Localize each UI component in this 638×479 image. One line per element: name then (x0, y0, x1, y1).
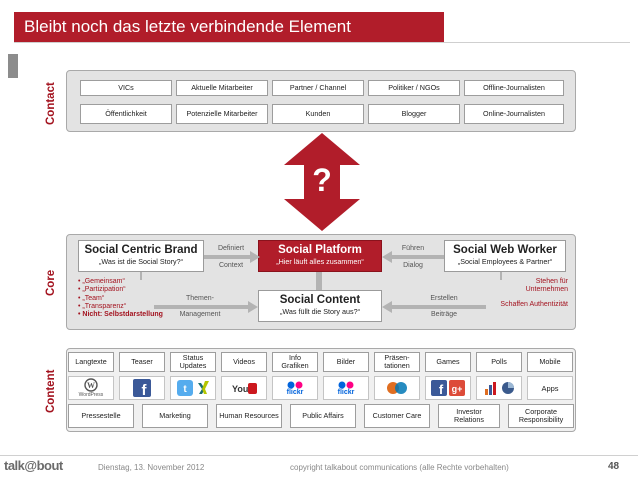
list-item: • „Transparenz“ (78, 302, 127, 310)
double-arrow-icon (284, 133, 360, 231)
content-cell: Pressestelle (68, 404, 134, 428)
facebook-icon: f (119, 376, 165, 400)
content-cell: Human Resources (216, 404, 282, 428)
youtube-icon: You (221, 376, 267, 400)
page-title: Bleibt noch das letzte verbindende Eleme… (14, 12, 444, 42)
worker-list: Stehen für Unternehmen Schaffen Authenti… (500, 278, 568, 309)
list-item: Stehen für Unternehmen (525, 278, 568, 294)
page-number: 48 (608, 461, 620, 472)
question-mark: ? (312, 162, 332, 198)
content-subtitle: „Was füllt die Story aus?“ (279, 307, 361, 316)
content-cell: Langtexte (68, 352, 114, 372)
content-cell: Public Affairs (290, 404, 356, 428)
section-label-contact: Contact (42, 74, 60, 134)
footer-divider (0, 455, 638, 456)
content-cell: Info Grafiken (272, 352, 318, 372)
flickr-icon: flickr (323, 376, 369, 400)
brand-subtitle: „Was ist die Social Story?“ (98, 257, 183, 266)
arrow-label-erstellen: Erstellen (430, 295, 458, 302)
twitter-xing-icon: t (170, 376, 216, 400)
section-label-content: Content (42, 360, 60, 422)
arrow-right-icon (204, 251, 260, 263)
arrow-label-management: Management (179, 311, 221, 318)
content-cell: Games (425, 352, 471, 372)
content-cell: Customer Care (364, 404, 430, 428)
apps-icon: Apps (527, 376, 573, 400)
arrow-label-themen: Themen- (185, 295, 214, 302)
contact-cell: Aktuelle Mitarbeiter (176, 80, 268, 96)
social-content-box: Social Content „Was füllt die Story aus?… (258, 290, 382, 322)
svg-text:You: You (232, 384, 248, 394)
arrow-left-icon (382, 251, 444, 263)
talkabout-logo: talk@bout (4, 458, 63, 473)
slideshare-icon (374, 376, 420, 400)
worker-subtitle: „Social Employees & Partner“ (457, 257, 553, 266)
arrow-label-definiert: Definiert (217, 245, 245, 252)
facebook-google-icon: f g+ (425, 376, 471, 400)
social-centric-brand-box: Social Centric Brand „Was ist die Social… (78, 240, 204, 272)
content-cell: Videos (221, 352, 267, 372)
svg-text:f: f (439, 382, 444, 396)
content-cell: Corporate Responsibility (508, 404, 574, 428)
list-item: • „Partizipation“ (78, 286, 126, 294)
list-item: • „Gemeinsam“ (78, 278, 125, 285)
platform-subtitle: „Hier läuft alles zusammen“ (276, 257, 364, 266)
content-cell: Investor Relations (438, 404, 500, 428)
content-cell: Mobile (527, 352, 573, 372)
chart-icon (476, 376, 522, 400)
contact-cell: Online-Journalisten (464, 104, 564, 124)
connector (500, 272, 502, 280)
contact-cell: Kunden (272, 104, 364, 124)
contact-cell: Offline-Journalisten (464, 80, 564, 96)
flickr-icon: flickr (272, 376, 318, 400)
list-item: • Nicht: Selbstdarstellung (78, 311, 163, 319)
social-platform-box: Social Platform „Hier läuft alles zusamm… (258, 240, 382, 272)
connector (316, 272, 322, 290)
title-divider (14, 42, 630, 43)
connector (140, 272, 142, 280)
wordpress-icon: W WordPress (68, 376, 114, 400)
arrow-label-fuehren: Führen (401, 245, 425, 252)
platform-title: Social Platform (278, 244, 362, 256)
contact-cell: Politiker / NGOs (368, 80, 460, 96)
footer-date: Dienstag, 13. November 2012 (98, 463, 205, 472)
svg-text:g+: g+ (452, 384, 463, 394)
social-web-worker-box: Social Web Worker „Social Employees & Pa… (444, 240, 566, 272)
arrow-label-beitraege: Beiträge (430, 311, 458, 318)
arrow-left-icon (382, 301, 486, 313)
svg-text:t: t (183, 384, 187, 395)
content-cell: Polls (476, 352, 522, 372)
worker-title: Social Web Worker (453, 244, 557, 256)
list-item: • „Team“ (78, 294, 105, 302)
section-label-core: Core (42, 258, 60, 308)
contact-cell: Öffentlichkeit (80, 104, 172, 124)
contact-cell: Potenzielle Mitarbeiter (176, 104, 268, 124)
brand-title: Social Centric Brand (84, 244, 198, 256)
footer-copyright: copyright talkabout communications (alle… (290, 463, 509, 472)
content-cell: Bilder (323, 352, 369, 372)
contact-cell: Partner / Channel (272, 80, 364, 96)
contact-cell: VICs (80, 80, 172, 96)
content-title: Social Content (279, 294, 361, 306)
svg-text:f: f (142, 382, 148, 397)
content-cell: Präsen-tationen (374, 352, 420, 372)
content-cell: Status Updates (170, 352, 216, 372)
title-accent-block (8, 54, 18, 78)
svg-text:W: W (87, 381, 95, 390)
contact-cell: Blogger (368, 104, 460, 124)
brand-list: • „Gemeinsam“ • „Partizipation“ • „Team“… (78, 278, 170, 319)
list-item: Schaffen Authentizität (500, 300, 568, 308)
content-cell: Teaser (119, 352, 165, 372)
content-cell: Marketing (142, 404, 208, 428)
arrow-label-context: Context (218, 262, 244, 269)
arrow-right-icon (154, 301, 258, 313)
arrow-label-dialog: Dialog (403, 262, 423, 269)
